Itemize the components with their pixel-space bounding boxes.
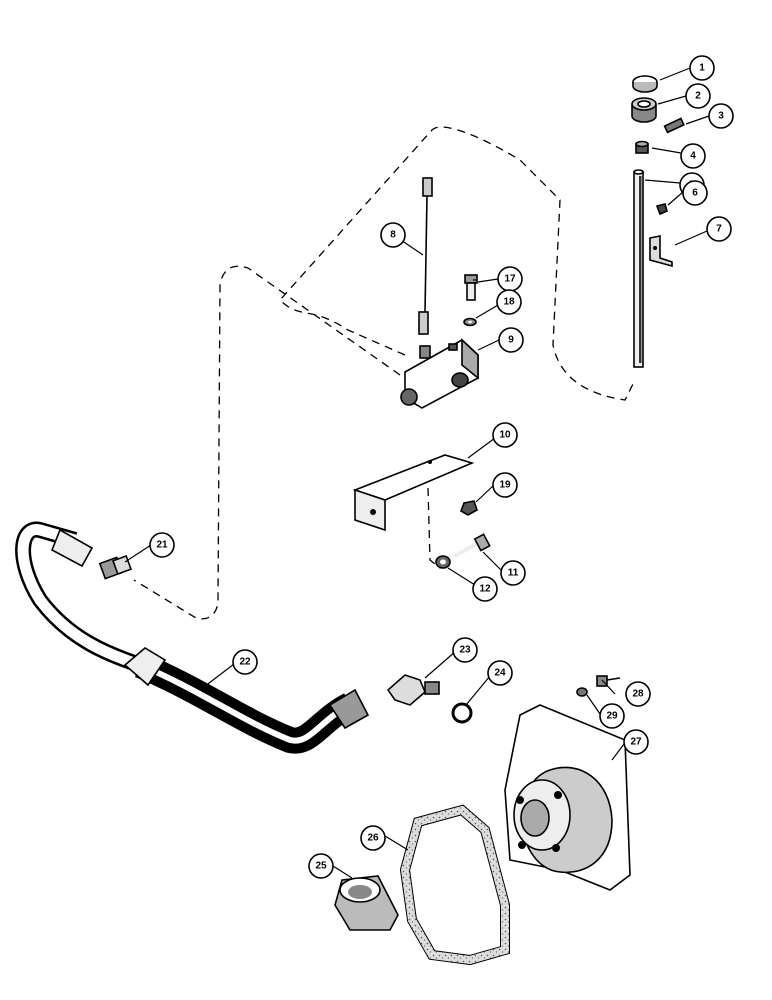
svg-text:18: 18 (503, 297, 515, 308)
part-23-elbow (386, 674, 440, 706)
svg-text:8: 8 (390, 230, 396, 241)
svg-text:27: 27 (630, 737, 642, 748)
part-27-pump-housing (504, 704, 631, 891)
callout-21: 21 (149, 532, 175, 558)
part-5-rod (633, 169, 644, 368)
callout-8: 8 (380, 222, 406, 248)
part-12-washer (435, 555, 451, 569)
part-18-washer (463, 317, 477, 327)
part-3-set-screw (663, 117, 685, 134)
svg-text:28: 28 (632, 689, 644, 700)
part-26-gasket (399, 804, 510, 966)
svg-text:12: 12 (479, 584, 491, 595)
part-10-angle-bracket (352, 454, 475, 532)
part-25-seal (334, 875, 399, 931)
svg-text:6: 6 (692, 188, 698, 199)
callout-10: 10 (492, 422, 518, 448)
callout-28: 28 (625, 681, 651, 707)
svg-text:19: 19 (499, 480, 511, 491)
part-11-bolt (454, 533, 491, 558)
svg-text:1: 1 (699, 63, 705, 74)
callout-19: 19 (492, 472, 518, 498)
callout-23: 23 (452, 637, 478, 663)
callout-7: 7 (706, 216, 732, 242)
svg-text:22: 22 (239, 657, 251, 668)
part-4-bushing (635, 140, 649, 154)
svg-text:29: 29 (606, 711, 618, 722)
part-22-hose-assembly (15, 521, 370, 754)
svg-text:9: 9 (508, 335, 514, 346)
callout-11: 11 (500, 560, 526, 586)
svg-text:10: 10 (499, 430, 511, 441)
callout-24: 24 (487, 660, 513, 686)
svg-text:23: 23 (459, 645, 471, 656)
callout-26: 26 (360, 825, 386, 851)
callout-29: 29 (599, 703, 625, 729)
svg-text:24: 24 (494, 668, 506, 679)
part-6-nut (655, 203, 668, 216)
svg-text:26: 26 (367, 833, 379, 844)
part-9-valve-body (400, 338, 479, 409)
svg-text:3: 3 (718, 111, 724, 122)
part-7-bracket (649, 235, 673, 268)
part-8-control-link (418, 177, 433, 335)
callout-6: 6 (682, 180, 708, 206)
svg-text:25: 25 (315, 861, 327, 872)
callout-3: 3 (708, 103, 734, 129)
callout-25: 25 (308, 853, 334, 879)
part-1-cap (632, 75, 658, 93)
callout-1: 1 (689, 55, 715, 81)
part-28-bolt (596, 675, 621, 687)
svg-text:7: 7 (716, 224, 722, 235)
assembly-dashed-lines (133, 126, 636, 620)
callout-12: 12 (472, 576, 498, 602)
callout-27: 27 (623, 729, 649, 755)
svg-text:4: 4 (690, 151, 696, 162)
callout-22: 22 (232, 649, 258, 675)
svg-text:21: 21 (156, 540, 168, 551)
part-21-adapter-fitting (98, 555, 132, 580)
part-29-lock-washer (576, 687, 588, 697)
svg-text:2: 2 (695, 91, 701, 102)
part-17-bolt (464, 274, 478, 301)
callout-2: 2 (685, 83, 711, 109)
part-2-knob (631, 97, 657, 123)
svg-text:17: 17 (504, 274, 516, 285)
callout-18: 18 (496, 289, 522, 315)
callout-9: 9 (498, 327, 524, 353)
svg-text:11: 11 (508, 568, 519, 579)
callout-4: 4 (680, 143, 706, 169)
part-19-nut (460, 500, 478, 516)
part-24-o-ring (451, 702, 473, 724)
callout-17: 17 (497, 266, 523, 292)
